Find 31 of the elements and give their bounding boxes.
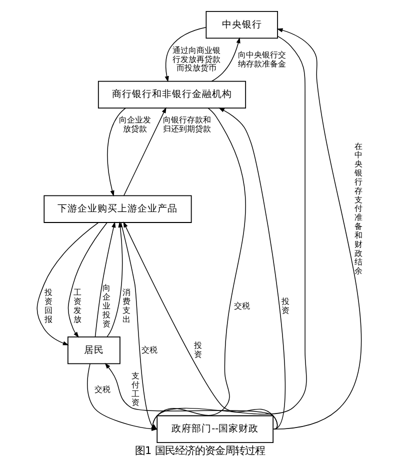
arrow (94, 222, 116, 338)
edge-label: 交税 (141, 344, 158, 354)
edge-label: 在中央银行存支付准备和财政结余 (354, 140, 363, 276)
arrow (106, 221, 123, 338)
caption: 图1 国民经济的资金周转过程 (135, 444, 265, 457)
arrow (124, 107, 166, 196)
edge-label: 投资回报 (44, 287, 53, 324)
edge-label: 投资 (282, 296, 290, 316)
edge-label: 交税 (94, 384, 110, 394)
edge-label: 向企业投资 (102, 282, 111, 328)
node-box: 政府部门--国家财政 (156, 415, 274, 443)
node-box: 居民 (67, 336, 120, 364)
edge-label: 向企业发放贷款 (118, 114, 151, 134)
edge-label: 向银行存款和归还到期贷款 (162, 114, 211, 134)
arrow (273, 28, 362, 430)
arrow (211, 37, 240, 82)
edge-label: 工资发放 (74, 287, 82, 324)
edge-label: 通过向商业银行发放再贷款而投放货币 (172, 44, 221, 73)
edge-label: 支付工资 (132, 370, 140, 408)
node-box: 中央银行 (206, 10, 278, 39)
arrow (36, 222, 99, 346)
arrow (164, 27, 206, 82)
node-box: 商行银行和非银行金融机构 (98, 80, 246, 108)
edge-label: 交税 (234, 300, 250, 311)
arrow (68, 222, 108, 338)
edge-label: 消费支出 (122, 287, 131, 324)
edge-label: 向中央银行交纳存款准备金 (238, 49, 286, 68)
edge-label: 投资 (194, 340, 202, 359)
arrow (218, 108, 286, 430)
arrow (107, 108, 126, 197)
node-box: 下游企业购买上游企业产品 (44, 195, 192, 223)
